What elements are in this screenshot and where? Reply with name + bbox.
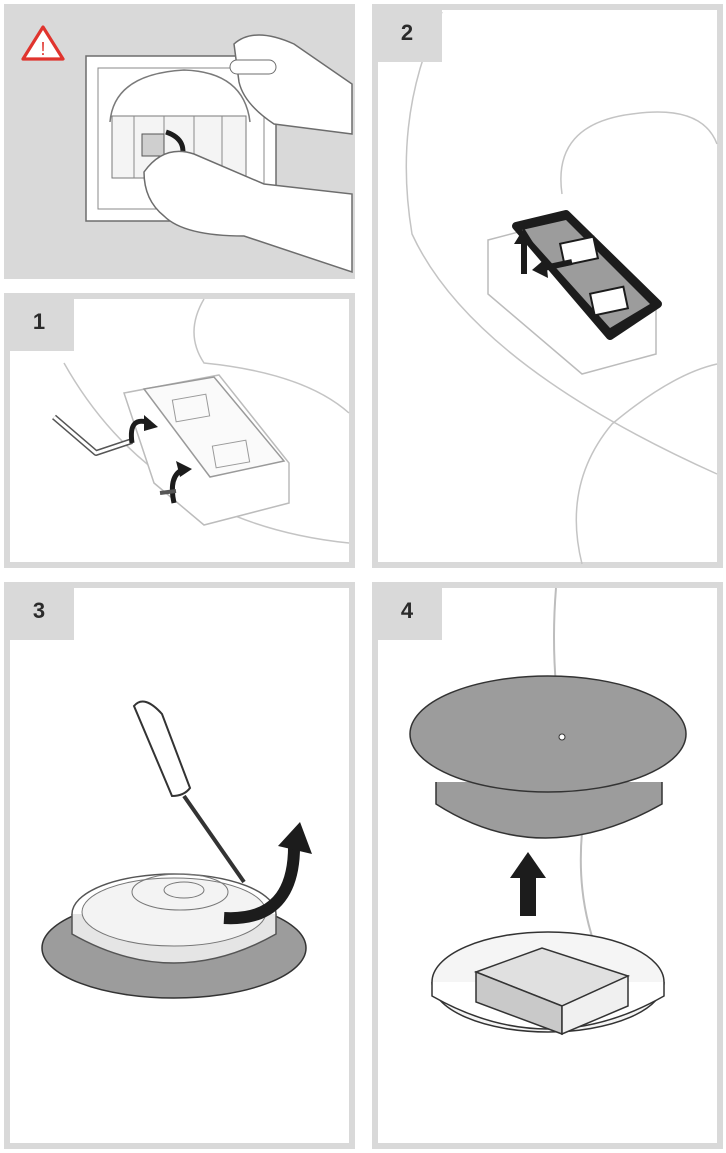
step-4-panel: 4 [372,582,723,1149]
step-number: 1 [4,293,74,351]
screwdriver-rotate-illustration [41,700,312,999]
step-number: 3 [4,582,74,640]
breaker-switch-illustration [85,34,353,274]
step-number: 4 [372,582,442,640]
step-2-panel: 2 [372,4,723,568]
warning-triangle-icon: ! [21,25,65,61]
warning-symbol: ! [40,39,45,59]
step-1-panel: 1 [4,293,355,568]
step-3-panel: 3 [4,582,355,1149]
warning-panel: ! [4,4,355,279]
step-number: 2 [372,4,442,62]
remove-cover-illustration [409,587,687,1036]
hex-key-unscrew-illustration [52,298,350,544]
bracket-remove-illustration [405,11,718,565]
